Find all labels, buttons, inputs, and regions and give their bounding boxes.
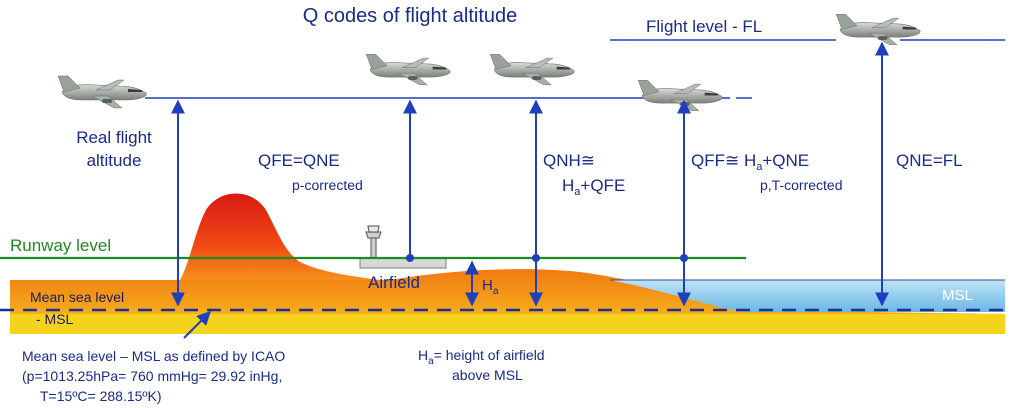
runway-level-label: Runway level bbox=[10, 236, 111, 255]
msl-left-label-2: - MSL bbox=[36, 311, 74, 327]
airfield-label: Airfield bbox=[368, 273, 420, 292]
sea bbox=[610, 280, 1005, 312]
diagram-title: Q codes of flight altitude bbox=[303, 5, 518, 27]
qfe-label: QFE=QNE bbox=[258, 151, 340, 170]
qnh-label-1: QNH≅ bbox=[543, 151, 595, 170]
ha-definition-1: Ha= height of airfield bbox=[418, 347, 545, 367]
ha-label: Ha bbox=[482, 277, 499, 297]
icao-note-1: Mean sea level – MSL as defined by ICAO bbox=[22, 348, 285, 364]
qnh-label-2: Ha+QFE bbox=[562, 176, 625, 198]
qfe-sub-label: p-corrected bbox=[292, 177, 363, 193]
ha-definition-2: above MSL bbox=[452, 367, 523, 383]
qff-dot bbox=[680, 254, 688, 262]
qff-label: QFF≅ Ha+QNE bbox=[691, 151, 809, 173]
ground-yellow-base bbox=[10, 314, 1005, 334]
airplane-icon-qfe bbox=[365, 53, 451, 86]
qff-note-label: p,T-corrected bbox=[760, 177, 842, 193]
qnh-dot bbox=[532, 254, 540, 262]
airplane-icon-qnh bbox=[489, 53, 575, 86]
msl-left-label-1: Mean sea level bbox=[30, 289, 124, 305]
flight-level-label: Flight level - FL bbox=[646, 17, 762, 36]
control-tower-icon bbox=[365, 225, 382, 259]
qfe-dot bbox=[406, 254, 414, 262]
airplane-icon-qff bbox=[637, 79, 723, 112]
icao-note-2: (p=1013.25hPa= 760 mmHg= 29.92 inHg, bbox=[22, 368, 282, 384]
icao-note-3: T=15ºC= 288.15ºK) bbox=[40, 388, 162, 404]
msl-right-label: MSL bbox=[942, 287, 973, 304]
qne-fl-label: QNE=FL bbox=[896, 151, 963, 170]
mountain bbox=[180, 193, 380, 280]
airplane-icon-real bbox=[57, 75, 147, 109]
msl-pointer-arrow bbox=[183, 311, 211, 339]
real-flight-label-2: altitude bbox=[87, 151, 142, 170]
real-flight-label-1: Real flight bbox=[76, 128, 152, 147]
airfield-runway bbox=[359, 257, 447, 269]
